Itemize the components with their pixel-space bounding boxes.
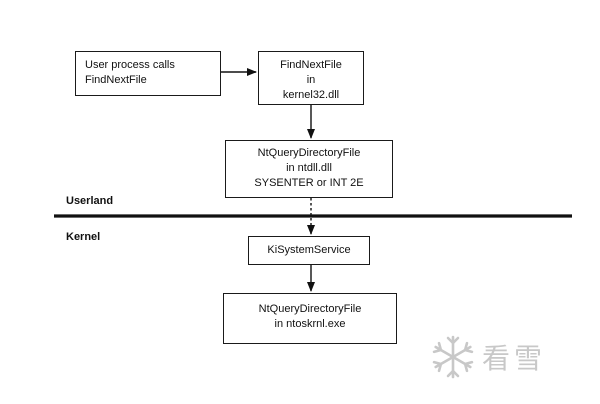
ntdll-line-1: NtQueryDirectoryFile <box>257 147 361 159</box>
watermark: 看雪 <box>430 331 590 383</box>
kisystemservice-line-1: KiSystemService <box>267 244 351 256</box>
ntoskrnl-line-2: in ntoskrnl.exe <box>274 318 346 330</box>
ntoskrnl-line-1: NtQueryDirectoryFile <box>258 303 362 315</box>
findnextfile-line-1: FindNextFile <box>280 59 342 71</box>
snowflake-icon <box>432 335 474 379</box>
findnextfile-line-2: in <box>306 74 316 86</box>
findnextfile-kernel32-box: FindNextFile in kernel32.dll <box>258 51 364 105</box>
user-process-box: User process calls FindNextFile <box>75 51 221 96</box>
userland-label: Userland <box>66 195 114 207</box>
ntquerydirectoryfile-ntoskrnl-box: NtQueryDirectoryFile in ntoskrnl.exe <box>223 293 397 344</box>
user-process-line-1: User process calls <box>85 59 175 71</box>
watermark-text: 看雪 <box>482 342 547 375</box>
ntdll-line-2: in ntdll.dll <box>286 162 332 174</box>
ntquerydirectoryfile-ntdll-box: NtQueryDirectoryFile in ntdll.dll SYSENT… <box>225 140 393 198</box>
kisystemservice-box: KiSystemService <box>248 236 370 265</box>
user-process-line-2: FindNextFile <box>85 74 147 86</box>
kernel-label: Kernel <box>66 231 101 243</box>
findnextfile-line-3: kernel32.dll <box>282 89 340 101</box>
ntdll-line-3: SYSENTER or INT 2E <box>254 177 364 189</box>
